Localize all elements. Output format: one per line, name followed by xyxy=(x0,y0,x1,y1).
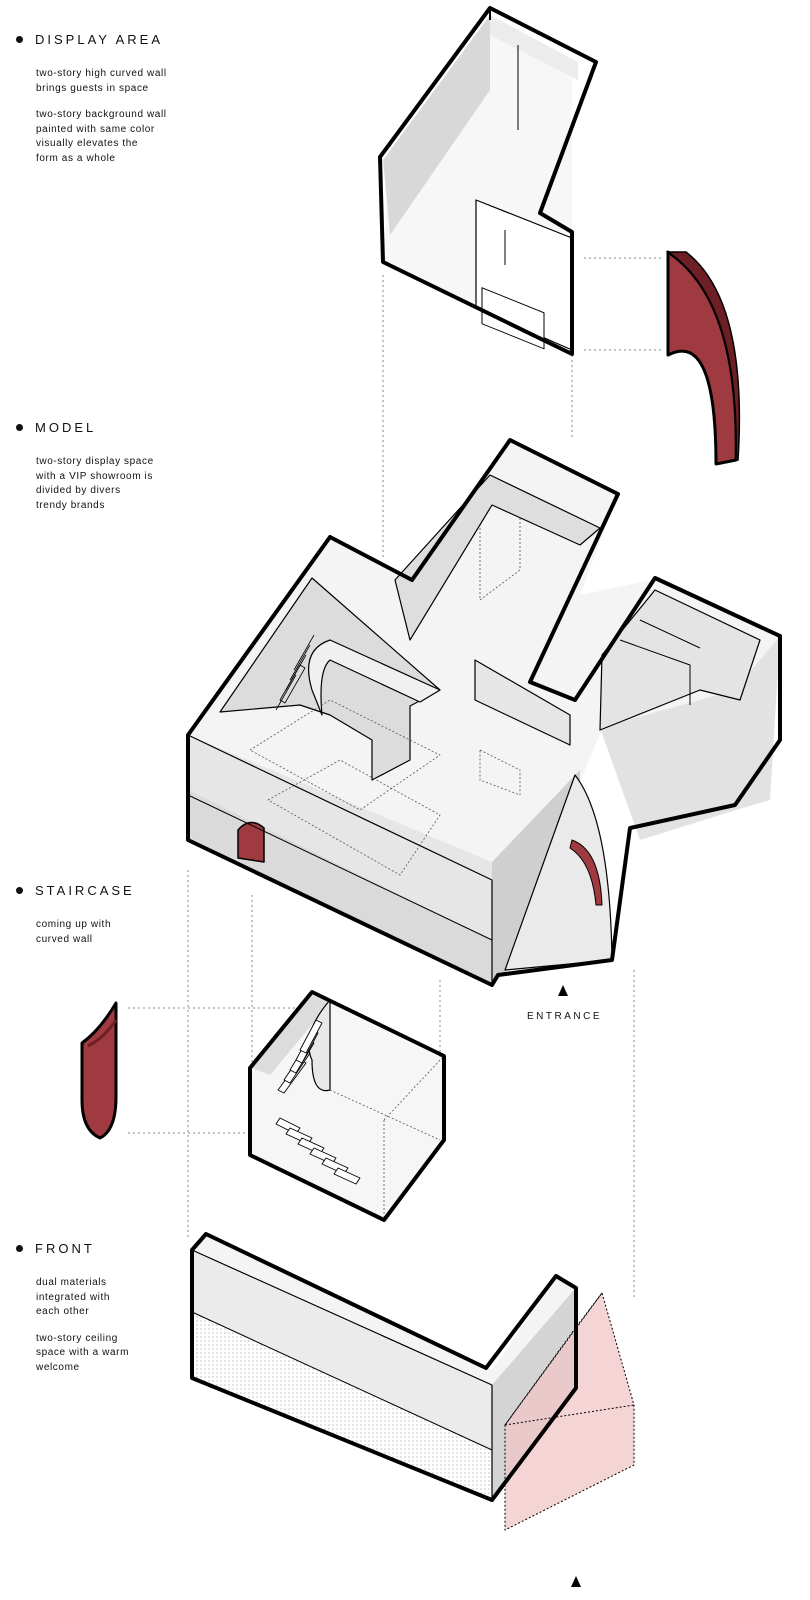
entrance-label: ENTRANCE xyxy=(527,1011,603,1022)
front-dotted-face xyxy=(192,1312,492,1500)
section-note: two-story high curved wall brings guests… xyxy=(36,68,167,94)
staircase-module xyxy=(248,990,446,1222)
entrance-red-curve xyxy=(569,839,603,906)
section-model-head: MODEL xyxy=(16,420,226,435)
model-gallery-walls xyxy=(394,474,601,641)
section-staircase: STAIRCASE coming up with curved wall xyxy=(16,883,226,959)
section-model: MODEL two-story display space with a VIP… xyxy=(16,420,226,525)
model-stairs xyxy=(275,634,315,711)
bullet-icon xyxy=(16,424,23,431)
section-note: two-story background wall painted with s… xyxy=(36,109,167,164)
front-outline xyxy=(190,1232,578,1502)
bullet-icon xyxy=(16,36,23,43)
entrance-vault xyxy=(504,774,613,971)
section-front-head: FRONT xyxy=(16,1241,226,1256)
section-title: STAIRCASE xyxy=(35,883,135,898)
display-area-inner-wall xyxy=(490,15,578,80)
display-area-back-wall xyxy=(383,15,490,235)
bullet-icon xyxy=(16,887,23,894)
front-glass-prism xyxy=(504,1292,635,1531)
section-display-area: DISPLAY AREA two-story high curved wall … xyxy=(16,32,226,178)
display-curved-wall xyxy=(665,250,741,466)
model-right-wing xyxy=(600,636,780,840)
staircase-back-wall xyxy=(252,995,330,1075)
staircase-hidden-lines xyxy=(329,1057,443,1218)
section-notes: two-story display space with a VIP showr… xyxy=(16,455,226,513)
display-area-floor xyxy=(383,22,572,310)
front-module xyxy=(190,1232,635,1531)
model-hidden-lines xyxy=(249,500,521,876)
staircase-box-fill xyxy=(252,995,442,1218)
section-title: FRONT xyxy=(35,1241,95,1256)
model-outline xyxy=(186,438,782,987)
front-entrance-arrow-icon xyxy=(571,1576,581,1587)
staircase-curved-wall xyxy=(80,1001,118,1140)
stair-hall-curved-wall xyxy=(308,639,441,716)
section-title: MODEL xyxy=(35,420,97,435)
section-staircase-head: STAIRCASE xyxy=(16,883,226,898)
section-notes: coming up with curved wall xyxy=(16,918,226,947)
staircase-outline xyxy=(248,990,446,1222)
front-white-face xyxy=(192,1250,492,1450)
staircase-steps xyxy=(275,1019,361,1185)
section-display-area-head: DISPLAY AREA xyxy=(16,32,226,47)
section-front: FRONT dual materials integrated with eac… xyxy=(16,1241,226,1387)
model-right-rooms xyxy=(599,589,761,731)
section-note: two-story ceiling space with a warm welc… xyxy=(36,1332,130,1373)
guide-lines xyxy=(128,257,664,1300)
section-notes: dual materials integrated with each othe… xyxy=(16,1276,226,1375)
model-gallery-front-wall xyxy=(474,659,571,746)
entrance-arrow-icon xyxy=(558,985,568,996)
section-note: dual materials integrated with each othe… xyxy=(36,1277,111,1317)
section-title: DISPLAY AREA xyxy=(35,32,164,47)
display-area-outline xyxy=(378,6,598,356)
bullet-icon xyxy=(16,1245,23,1252)
section-note: two-story display space with a VIP showr… xyxy=(36,456,154,511)
model-module xyxy=(186,438,782,987)
section-notes: two-story high curved wall brings guests… xyxy=(16,67,226,166)
stair-hall-walls xyxy=(219,577,441,781)
section-note: coming up with curved wall xyxy=(36,919,112,945)
display-area-module xyxy=(378,6,598,356)
front-red-niche xyxy=(237,821,265,863)
